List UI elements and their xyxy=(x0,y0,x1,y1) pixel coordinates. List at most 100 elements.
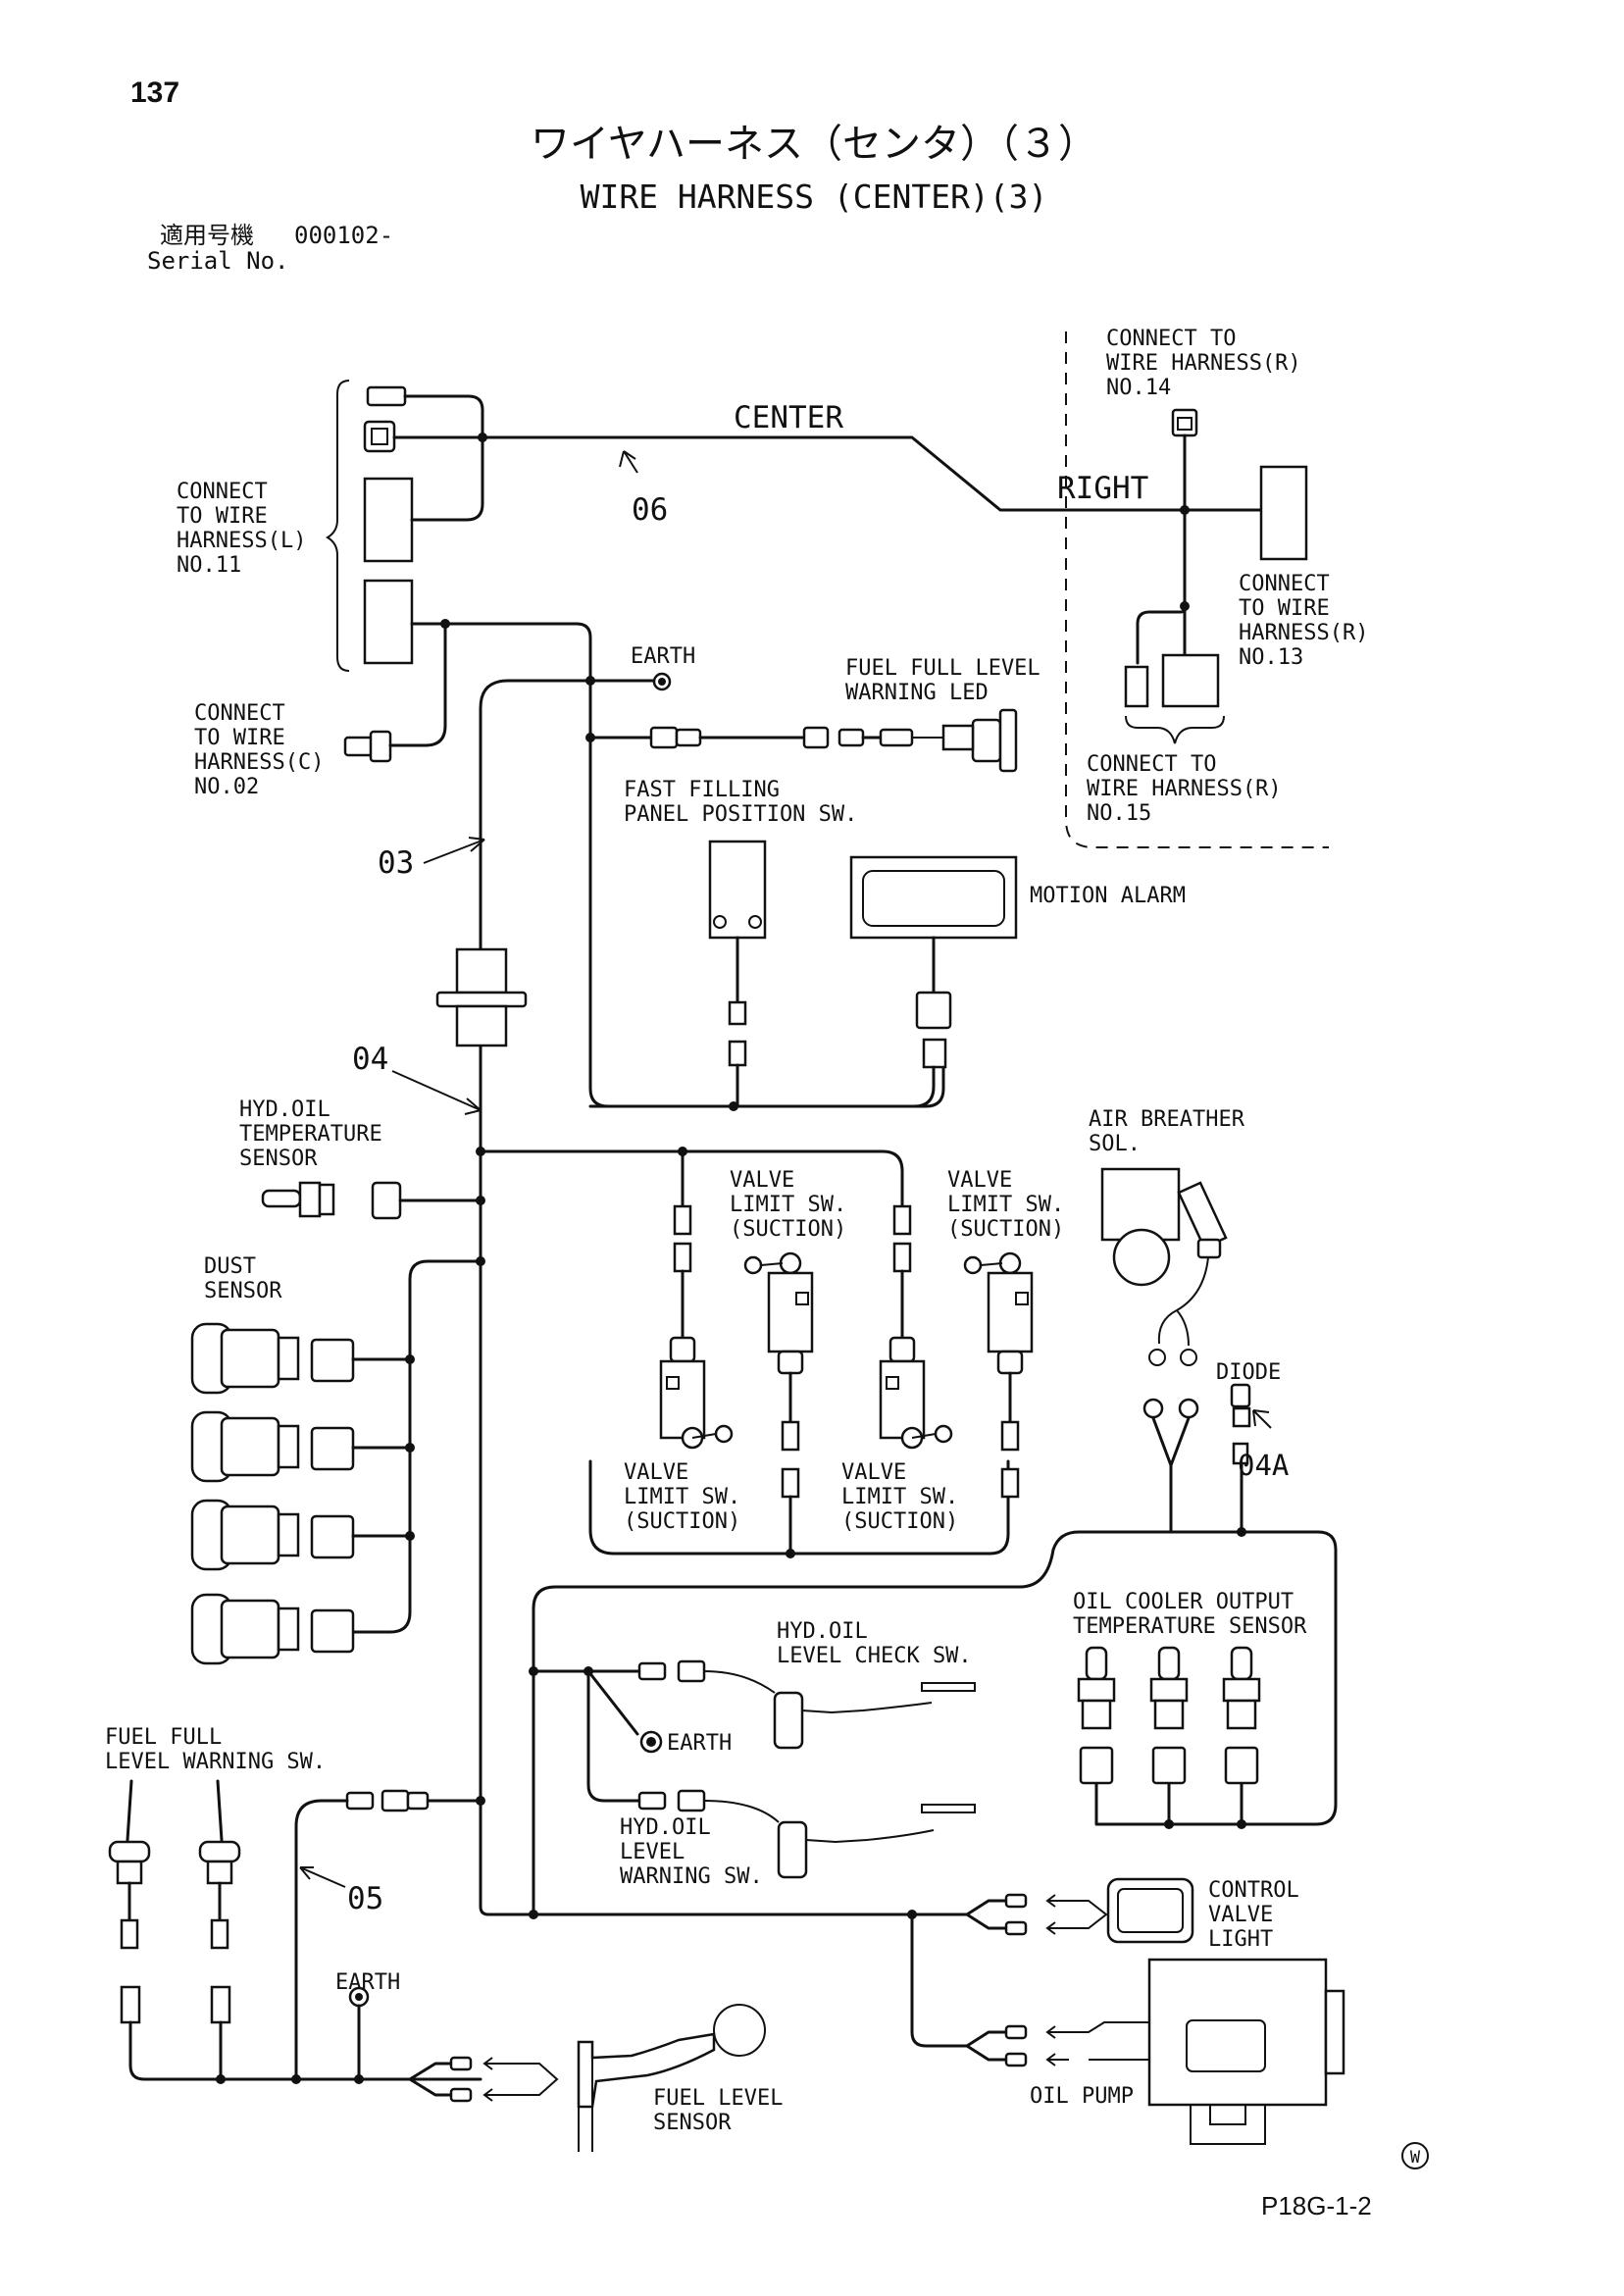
harness-l-connector-group xyxy=(326,380,414,672)
main-trunk-wire xyxy=(406,619,945,1916)
oil-cooler-label-2: TEMPERATURE SENSOR xyxy=(1073,1614,1307,1639)
valve-a-label-2: LIMIT SW. xyxy=(624,1485,740,1509)
valve-limit-switch-d xyxy=(963,1251,1034,1499)
fuel-switch-2 xyxy=(198,1779,241,2084)
harness-r-no15-line3: NO.15 xyxy=(1087,801,1151,826)
diode-label: DIODE xyxy=(1216,1360,1281,1385)
fuel-led-label-line1: FUEL FULL LEVEL xyxy=(845,656,1040,681)
harness-l-label-line3: HARNESS(L) xyxy=(177,529,306,553)
harness-r-no14-line2: WIRE HARNESS(R) xyxy=(1106,351,1301,376)
air-breather-label-1: AIR BREATHER xyxy=(1089,1107,1245,1132)
dust-sensor-3 xyxy=(190,1499,415,1571)
right-label: RIGHT xyxy=(1057,471,1148,506)
center-label: CENTER xyxy=(734,400,843,435)
wire-03-arrow xyxy=(423,837,485,864)
serial-label-japanese: 適用号機 xyxy=(160,223,254,249)
harness-r-no14-line3: NO.14 xyxy=(1106,376,1171,400)
serial-number: 000102- xyxy=(294,222,393,249)
wire-number-04: 04 xyxy=(352,1042,388,1077)
harness-r-no13-line4: NO.13 xyxy=(1239,645,1303,670)
hyd-warn-label-2: LEVEL xyxy=(620,1840,685,1864)
harness-r-connectors xyxy=(1124,408,1308,744)
valve-b-label-2: LIMIT SW. xyxy=(730,1193,846,1217)
harness-c-label-line2: TO WIRE xyxy=(194,726,285,750)
valve-limit-switch-c xyxy=(879,1204,953,1450)
fast-filling-label-line1: FAST FILLING xyxy=(624,778,780,802)
hyd-oil-temp-sensor xyxy=(261,1181,485,1220)
control-valve-label-2: VALVE xyxy=(1208,1903,1273,1927)
hyd-temp-label-line1: HYD.OIL xyxy=(239,1097,330,1122)
page-number: 137 xyxy=(130,77,179,109)
harness-l-label-line4: NO.11 xyxy=(177,553,241,578)
hyd-check-label-1: HYD.OIL xyxy=(777,1619,868,1644)
title-english: WIRE HARNESS (CENTER)(3) xyxy=(581,178,1048,216)
valve-c-label-1: VALVE xyxy=(841,1460,906,1485)
fuel-full-level-switches xyxy=(108,1779,482,2084)
fuel-led-connectors xyxy=(649,708,1018,773)
motion-alarm-label: MOTION ALARM xyxy=(1030,884,1186,908)
dust-sensor-4 xyxy=(190,1593,355,1665)
valve-limit-switch-b xyxy=(743,1251,814,1556)
control-valve-light xyxy=(907,1877,1194,1944)
earth-label-mid: EARTH xyxy=(667,1731,732,1756)
valve-c-label-2: LIMIT SW. xyxy=(841,1485,958,1509)
lower-loop-wire xyxy=(476,1527,1338,1919)
hyd-temp-label-line2: TEMPERATURE xyxy=(239,1122,382,1147)
serial-label-english: Serial No. xyxy=(147,247,289,275)
fuel-level-sensor xyxy=(357,2004,766,2152)
valve-d-label-1: VALVE xyxy=(947,1168,1012,1193)
dust-sensor-label-line1: DUST xyxy=(204,1254,256,1279)
wire-number-06: 06 xyxy=(632,492,668,528)
valve-a-label-3: (SUCTION) xyxy=(624,1509,740,1534)
valve-b-label-3: (SUCTION) xyxy=(730,1217,846,1242)
oil-pump xyxy=(910,1913,1345,2145)
svg-text:W: W xyxy=(1410,2148,1421,2168)
fast-filling-switch xyxy=(708,840,767,1108)
drawing-code: P18G-1-2 xyxy=(1261,2191,1372,2220)
harness-c-label-line3: HARNESS(C) xyxy=(194,750,324,775)
dust-sensor-1 xyxy=(190,1322,415,1395)
fuel-sw-label-1: FUEL FULL xyxy=(105,1725,222,1750)
harness-c-label-line1: CONNECT xyxy=(194,701,285,726)
harness-c-connector xyxy=(343,730,410,763)
valve-limit-switch-a xyxy=(659,1147,734,1450)
earth-label-bottom: EARTH xyxy=(335,1970,400,1995)
hyd-warn-label-3: WARNING SW. xyxy=(620,1864,763,1889)
oil-cooler-sensor-2 xyxy=(1149,1646,1189,1785)
diode xyxy=(1230,1383,1272,1534)
harness-l-label-line2: TO WIRE xyxy=(177,504,268,529)
oil-cooler-sensor-1 xyxy=(1077,1646,1116,1785)
harness-c-label-line4: NO.02 xyxy=(194,775,259,799)
air-breather-solenoid xyxy=(1100,1167,1228,1534)
wire-06 xyxy=(392,394,1187,522)
motion-alarm xyxy=(849,855,1018,1108)
dust-sensor-2 xyxy=(190,1410,415,1483)
harness-r-no13-line1: CONNECT xyxy=(1239,572,1330,596)
valve-b-label-1: VALVE xyxy=(730,1168,794,1193)
harness-r-no14-line1: CONNECT TO xyxy=(1106,327,1236,351)
wire-number-05: 05 xyxy=(347,1881,383,1916)
fuel-level-sensor-label-2: SENSOR xyxy=(653,2111,732,2135)
title-japanese: ワイヤハーネス（センタ）（３） xyxy=(531,123,1097,166)
control-valve-label-1: CONTROL xyxy=(1208,1878,1299,1903)
oil-cooler-sensor-3 xyxy=(1222,1646,1261,1785)
wire-04-arrow xyxy=(391,1070,482,1115)
earth-label-top: EARTH xyxy=(631,644,695,669)
valve-d-label-2: LIMIT SW. xyxy=(947,1193,1064,1217)
oil-cooler-label-1: OIL COOLER OUTPUT xyxy=(1073,1590,1294,1614)
w-mark-icon: W xyxy=(1401,2142,1429,2169)
fuel-level-sensor-label-1: FUEL LEVEL xyxy=(653,2086,783,2111)
oil-cooler-temp-sensors xyxy=(1077,1646,1261,1829)
fuel-led-label-line2: WARNING LED xyxy=(845,681,989,705)
air-breather-label-2: SOL. xyxy=(1089,1132,1141,1156)
harness-r-no13-line2: TO WIRE xyxy=(1239,596,1330,621)
harness-r-no13-line3: HARNESS(R) xyxy=(1239,621,1368,645)
harness-l-label-line1: CONNECT xyxy=(177,480,268,504)
hyd-warn-label-1: HYD.OIL xyxy=(620,1815,711,1840)
fuel-sw-label-2: LEVEL WARNING SW. xyxy=(105,1750,326,1774)
valve-a-label-1: VALVE xyxy=(624,1460,688,1485)
fast-filling-label-line2: PANEL POSITION SW. xyxy=(624,802,857,827)
hyd-check-label-2: LEVEL CHECK SW. xyxy=(777,1644,972,1668)
valve-c-label-3: (SUCTION) xyxy=(841,1509,958,1534)
